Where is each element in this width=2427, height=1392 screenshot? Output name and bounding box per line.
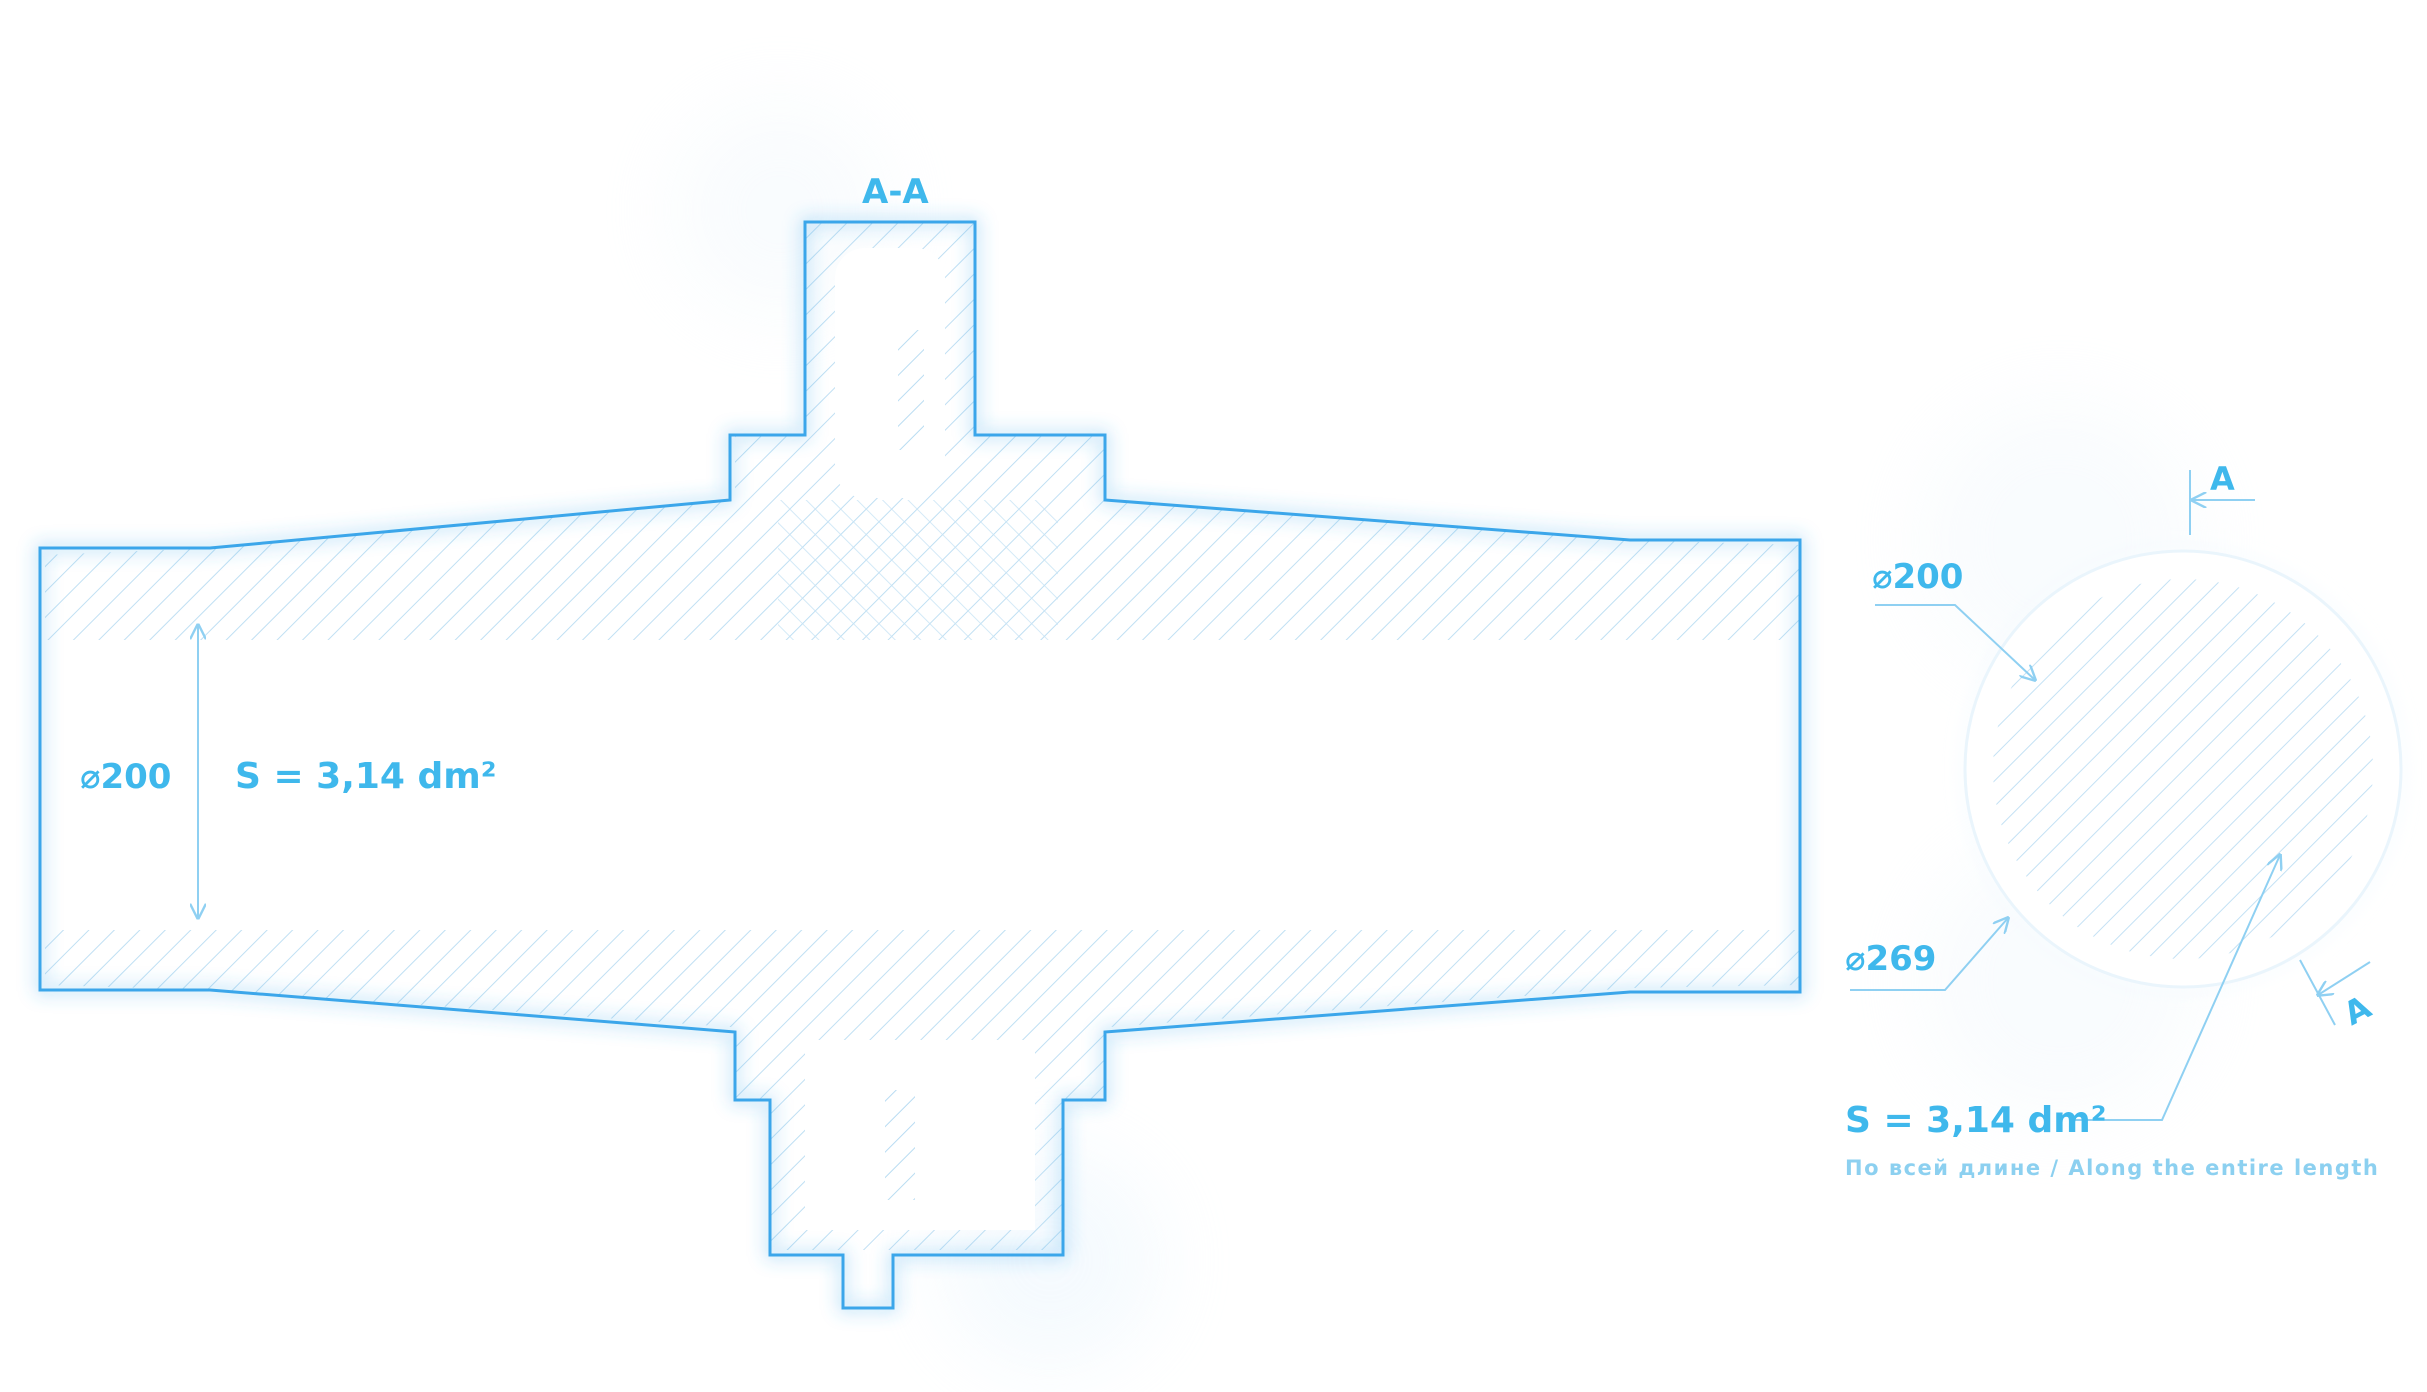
pipe-bore <box>40 248 1805 1230</box>
area-label: S = 3,14 dm² <box>235 756 497 797</box>
dimension-leaders <box>1850 604 2280 1121</box>
pipe-longitudinal-view: ⌀200 S = 3,14 dm² A-A <box>38 172 1805 1310</box>
cross-note-label: По всей длине / Along the entire length <box>1845 1156 2379 1180</box>
cross-inner-diameter-label: ⌀200 <box>1872 557 1963 597</box>
pipe-outline <box>38 220 1802 1310</box>
cut-marker-top <box>2189 470 2255 535</box>
section-label: A-A <box>862 172 929 212</box>
inner-diameter-label: ⌀200 <box>80 757 171 797</box>
cross-outer-diameter-label: ⌀269 <box>1845 939 1936 979</box>
cross-area-label: S = 3,14 dm² <box>1845 1100 2107 1141</box>
cut-label-top: A <box>2210 460 2235 498</box>
pipe-cross-section: A A ⌀200 ⌀269 S = 3,14 dm² По всей длине… <box>1845 460 2403 1180</box>
cut-label-bottom: A <box>2337 988 2377 1033</box>
cut-marker-bottom <box>2299 959 2371 1026</box>
